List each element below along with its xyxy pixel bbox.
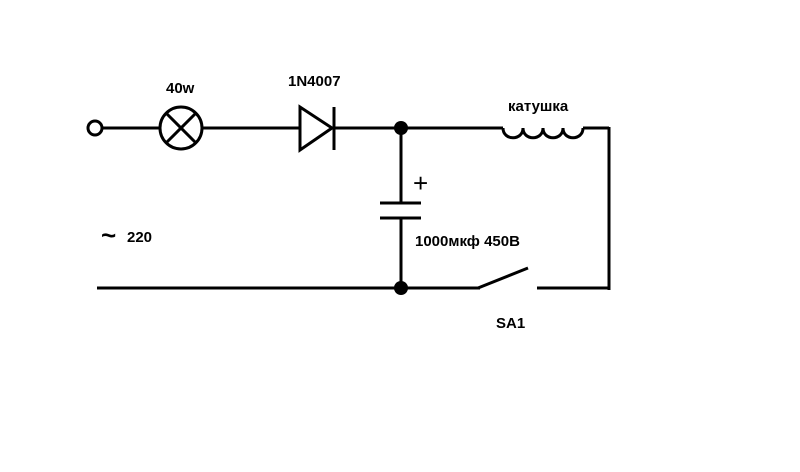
capacitor-label: 1000мкф 450В [415, 233, 520, 250]
lamp-label: 40w [166, 80, 195, 97]
capacitor-symbol [380, 201, 421, 220]
switch-symbol [477, 266, 529, 290]
coil-label: катушка [508, 98, 569, 115]
capacitor-polarity-label: + [413, 168, 428, 198]
switch-label: SA1 [496, 315, 525, 332]
input-terminal [86, 119, 104, 137]
diode-label: 1N4007 [288, 73, 341, 90]
junction-dot-bottom [394, 281, 408, 295]
coil-symbol [501, 127, 585, 140]
mains-symbol: ~ [101, 220, 116, 250]
mains-voltage-label: 220 [127, 229, 152, 246]
lamp-symbol [158, 105, 204, 151]
diode-symbol [298, 104, 336, 153]
